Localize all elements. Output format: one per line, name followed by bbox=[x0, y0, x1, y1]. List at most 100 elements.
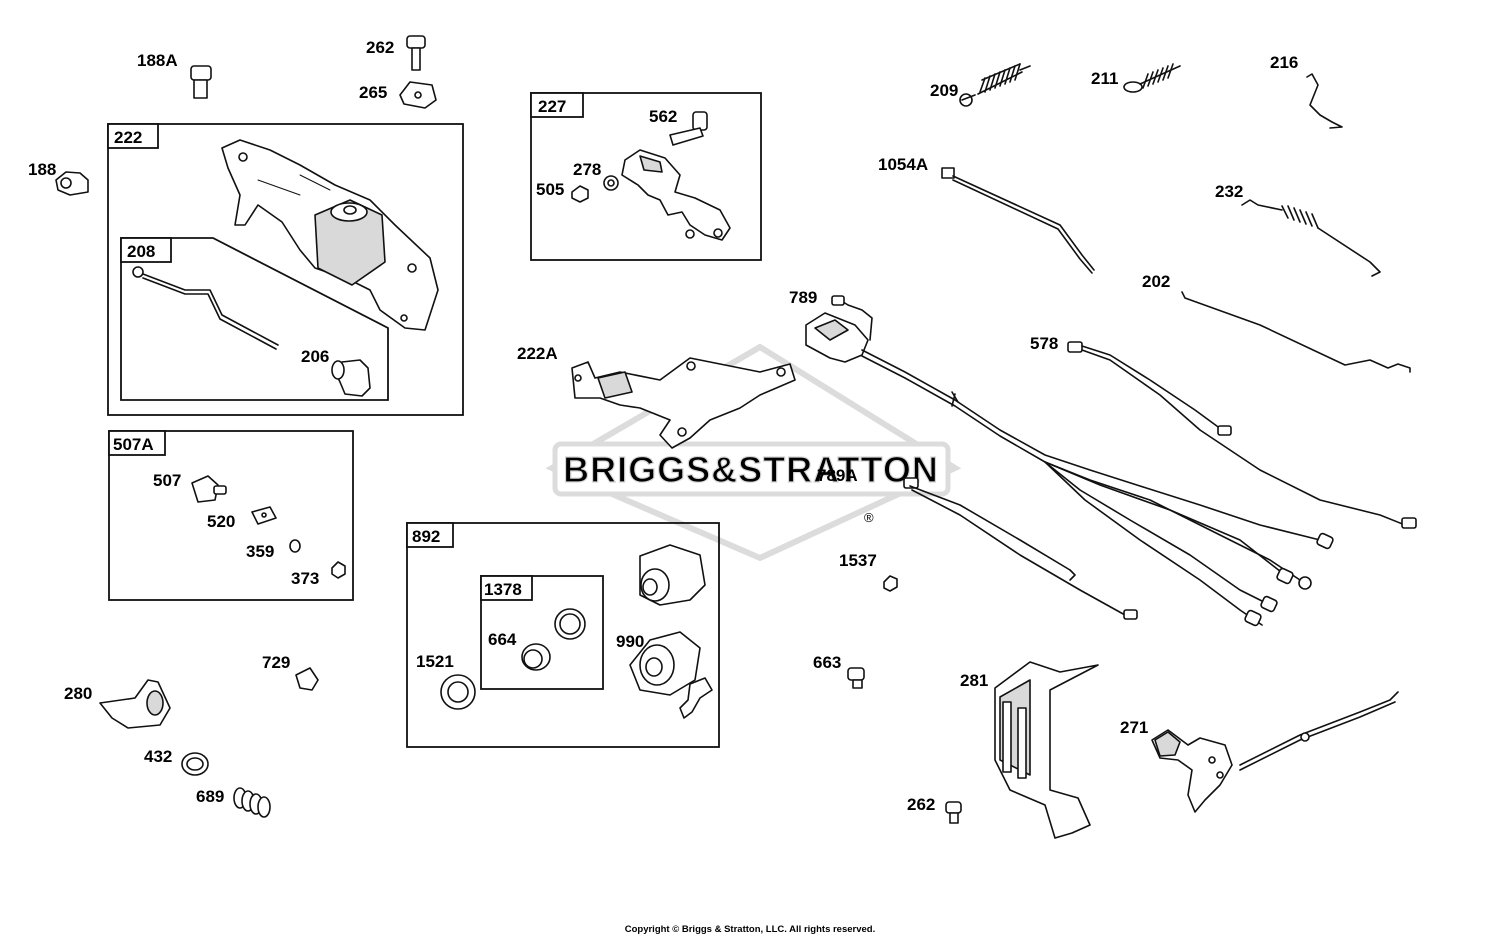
callout-373: 373 bbox=[291, 569, 319, 588]
callout-1054A: 1054A bbox=[878, 155, 928, 174]
nut-664-part bbox=[521, 643, 551, 671]
callout-265: 265 bbox=[359, 83, 387, 102]
throttle-bracket-227-part bbox=[621, 149, 731, 241]
wire-harness-789-part bbox=[805, 295, 1334, 627]
box-892-frame bbox=[406, 522, 720, 748]
nut-373-part bbox=[331, 561, 346, 579]
box-208-label: 208 bbox=[127, 242, 155, 261]
nut-188-part bbox=[55, 171, 89, 196]
box-892-label: 892 bbox=[412, 527, 440, 546]
rod-202-part bbox=[1181, 291, 1411, 373]
callout-232: 232 bbox=[1215, 182, 1243, 201]
box-222-frame bbox=[107, 123, 464, 416]
bracket-222A-part bbox=[571, 357, 796, 449]
watermark-diamond bbox=[545, 343, 962, 562]
group-227: 227 562 278 505 bbox=[530, 92, 762, 261]
box-892-tag bbox=[406, 522, 454, 548]
screw-188A-part bbox=[190, 65, 212, 99]
switch-507-part bbox=[191, 475, 227, 503]
box-507A-frame bbox=[108, 430, 354, 601]
callout-222A: 222A bbox=[517, 344, 558, 363]
callout-262-bottom: 262 bbox=[907, 795, 935, 814]
governor-bracket-part bbox=[221, 139, 439, 331]
clip-265-part bbox=[399, 81, 437, 109]
ignition-key-990-part bbox=[629, 631, 713, 719]
callout-1521: 1521 bbox=[416, 652, 454, 671]
box-507A-tag bbox=[108, 430, 166, 456]
callout-280: 280 bbox=[64, 684, 92, 703]
callout-520: 520 bbox=[207, 512, 235, 531]
callout-663: 663 bbox=[813, 653, 841, 672]
spring-209-part bbox=[959, 63, 1031, 107]
clip-520-part bbox=[251, 506, 277, 525]
bolt-562-part bbox=[669, 111, 708, 146]
callout-689: 689 bbox=[196, 787, 224, 806]
box-227-label: 227 bbox=[538, 97, 566, 116]
callout-505: 505 bbox=[536, 180, 564, 199]
screw-262-bottom-part bbox=[945, 801, 962, 824]
callout-281: 281 bbox=[960, 671, 988, 690]
washer-1378-part bbox=[554, 608, 586, 640]
callout-216: 216 bbox=[1270, 53, 1298, 72]
box-507A-label: 507A bbox=[113, 435, 154, 454]
watermark-text: BRIGGS&STRATTON bbox=[563, 449, 939, 490]
callout-578: 578 bbox=[1030, 334, 1058, 353]
bearing-1521-part bbox=[440, 674, 476, 710]
ignition-switch-part bbox=[639, 544, 706, 606]
briggs-stratton-watermark: BRIGGS&STRATTON ® bbox=[545, 343, 962, 562]
callout-278: 278 bbox=[573, 160, 601, 179]
nut-1537-part bbox=[883, 575, 898, 592]
box-1378-tag bbox=[480, 575, 533, 601]
callout-209: 209 bbox=[930, 81, 958, 100]
wire-789A-part bbox=[903, 477, 1138, 620]
nut-505-part bbox=[571, 185, 589, 203]
washer-359-part bbox=[289, 539, 301, 553]
wire-578-part bbox=[1067, 341, 1417, 529]
callout-188: 188 bbox=[28, 160, 56, 179]
callout-729: 729 bbox=[262, 653, 290, 672]
callout-262-top: 262 bbox=[366, 38, 394, 57]
spring-211-part bbox=[1123, 63, 1181, 93]
washer-278-part bbox=[603, 175, 619, 191]
bracket-280-part bbox=[99, 679, 171, 729]
box-1378-frame bbox=[480, 575, 604, 690]
knob-206-part bbox=[331, 359, 371, 397]
group-892: 892 1378 1521 664 990 bbox=[406, 522, 720, 748]
callout-990: 990 bbox=[616, 632, 644, 651]
clip-729-part bbox=[295, 667, 319, 691]
callout-789A: 789A bbox=[817, 466, 858, 485]
box-227-tag bbox=[530, 92, 584, 118]
callout-664: 664 bbox=[488, 630, 517, 649]
copyright-notice: Copyright © Briggs & Stratton, LLC. All … bbox=[624, 924, 876, 935]
box-222-tag bbox=[107, 123, 159, 149]
spring-232-part bbox=[1241, 199, 1381, 277]
ring-432-part bbox=[181, 752, 209, 776]
box-1378-label: 1378 bbox=[484, 580, 522, 599]
screw-663-part bbox=[847, 667, 865, 689]
governor-rod-part bbox=[132, 266, 279, 350]
bracket-281-part bbox=[994, 661, 1099, 839]
group-507A: 507A 507 520 359 373 bbox=[108, 430, 354, 601]
callout-562: 562 bbox=[649, 107, 677, 126]
box-208-frame bbox=[120, 237, 389, 401]
callout-432: 432 bbox=[144, 747, 172, 766]
box-222-label: 222 bbox=[114, 128, 142, 147]
spring-689-part bbox=[233, 787, 271, 818]
choke-cable-271-part bbox=[1151, 691, 1399, 813]
callout-1537: 1537 bbox=[839, 551, 877, 570]
callout-359: 359 bbox=[246, 542, 274, 561]
callout-202: 202 bbox=[1142, 272, 1170, 291]
watermark-registered-mark: ® bbox=[864, 510, 874, 525]
group-222: 222 208 206 bbox=[107, 123, 464, 416]
callout-507: 507 bbox=[153, 471, 181, 490]
screw-262-top-part bbox=[406, 35, 426, 71]
cable-tie-1054A-part bbox=[941, 167, 1095, 274]
callout-211: 211 bbox=[1091, 69, 1118, 88]
box-208-tag bbox=[120, 237, 172, 263]
watermark-banner bbox=[552, 441, 951, 497]
box-227-frame bbox=[530, 92, 762, 261]
callout-271: 271 bbox=[1120, 718, 1148, 737]
rod-216-part bbox=[1306, 73, 1343, 129]
callout-206: 206 bbox=[301, 347, 329, 366]
